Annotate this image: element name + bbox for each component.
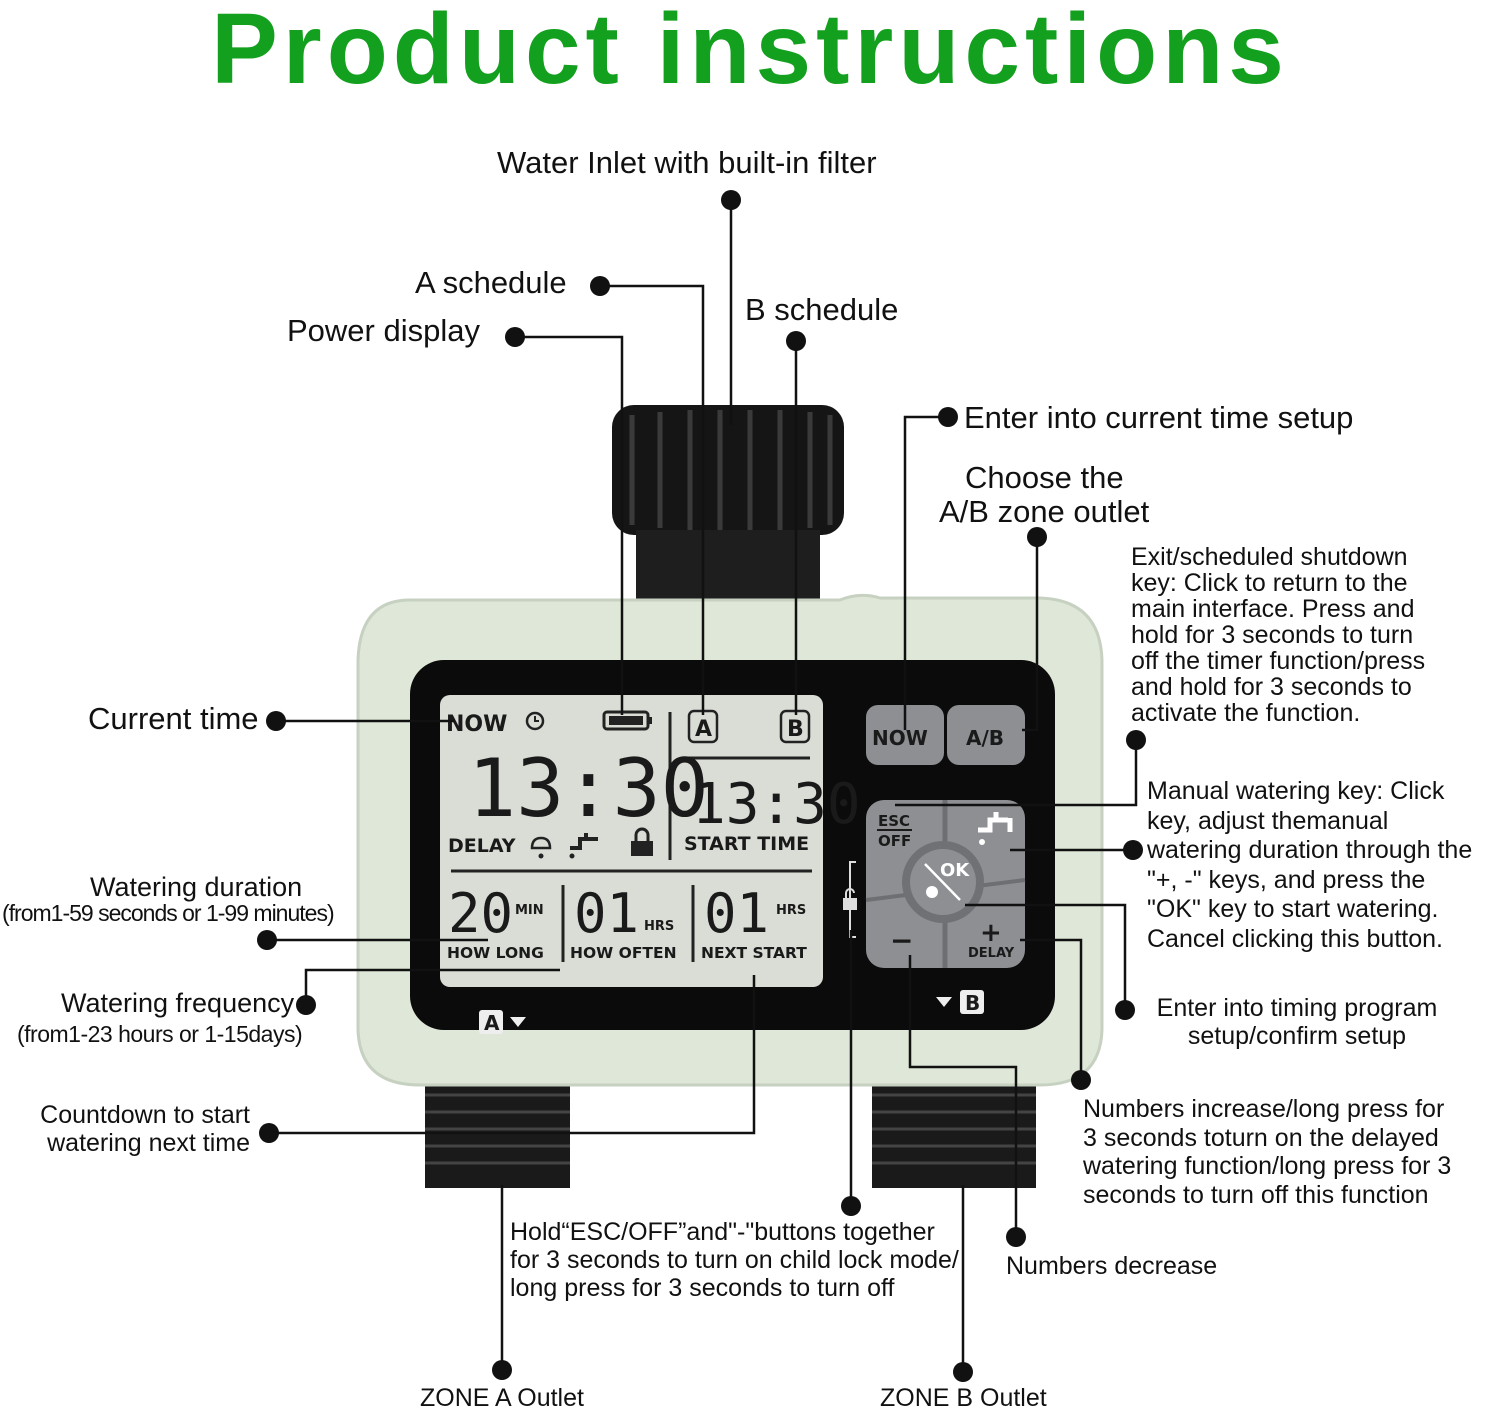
label-enter-time: Enter into current time setup — [964, 400, 1354, 435]
rain-cloud-icon — [530, 836, 552, 859]
lock-icon — [631, 827, 653, 856]
label-choose-ab-1: Choose the — [965, 460, 1124, 495]
leader-lines — [267, 200, 1138, 1372]
clock-icon — [525, 711, 545, 731]
svg-text:NOW: NOW — [872, 726, 928, 750]
lcd-how-long-value: 20 — [448, 882, 513, 945]
ok-button[interactable]: OK — [902, 841, 984, 923]
outlet-a-marker: A — [479, 1010, 526, 1035]
svg-text:+: + — [980, 918, 1002, 948]
label-zone-a-outlet: ZONE A Outlet — [420, 1384, 584, 1412]
lcd-delay: DELAY — [448, 835, 516, 857]
lcd-now: NOW — [446, 712, 507, 737]
plus-delay-button[interactable]: +DELAY — [968, 918, 1015, 961]
outlet-b-marker: B — [936, 990, 984, 1015]
minus-button[interactable]: − — [890, 924, 913, 957]
label-watering-duration-range: (from1-59 seconds or 1-99 minutes) — [2, 900, 335, 926]
label-watering-frequency-range: (from1-23 hours or 1-15days) — [17, 1021, 303, 1047]
lcd-how-long-unit: MIN — [515, 903, 544, 918]
label-power-display: Power display — [287, 313, 480, 348]
label-numbers-decrease: Numbers decrease — [1006, 1252, 1218, 1280]
zone-b-outlet-thread — [872, 1080, 1036, 1188]
lcd-start-time-label: START TIME — [684, 833, 809, 855]
svg-text:B: B — [787, 717, 804, 742]
lcd-how-long-label: HOW LONG — [447, 944, 544, 962]
lcd-next-start-unit: HRS — [776, 903, 806, 918]
label-water-inlet: Water Inlet with built-in filter — [497, 145, 877, 180]
esc-off-button[interactable]: ESC OFF — [877, 812, 912, 850]
lcd-how-often-unit: HRS — [644, 919, 674, 934]
page-title: Product instructions — [211, 0, 1289, 105]
now-button[interactable]: NOW — [866, 705, 944, 765]
lcd-start-time-value: 13:30 — [692, 772, 861, 837]
svg-text:−: − — [890, 924, 913, 957]
label-a-schedule: A schedule — [415, 265, 567, 300]
label-zone-b-outlet: ZONE B Outlet — [880, 1384, 1047, 1412]
faucet-icon — [569, 833, 598, 859]
lcd-current-time: 13:30 — [468, 742, 709, 835]
lcd-next-start-value: 01 — [704, 882, 769, 945]
label-current-time: Current time — [88, 701, 259, 736]
ab-button[interactable]: A/B — [947, 705, 1025, 765]
label-watering-frequency: Watering frequency — [61, 988, 295, 1018]
gear-icon — [926, 886, 938, 898]
lcd-next-start-label: NEXT START — [701, 944, 807, 962]
battery-icon — [602, 710, 652, 731]
leader-dots — [257, 190, 1146, 1382]
svg-text:DELAY: DELAY — [968, 946, 1015, 961]
child-lock-icon — [843, 861, 857, 938]
svg-text:B: B — [965, 991, 980, 1015]
lcd-how-often-value: 01 — [574, 882, 639, 945]
svg-text:OK: OK — [940, 860, 970, 881]
label-watering-duration: Watering duration — [90, 872, 303, 902]
manual-watering-button[interactable] — [978, 812, 1013, 845]
svg-text:ESC: ESC — [878, 812, 910, 830]
label-choose-ab-2: A/B zone outlet — [939, 494, 1150, 529]
label-b-schedule: B schedule — [745, 292, 899, 327]
svg-text:A: A — [695, 717, 712, 742]
lcd-how-often-label: HOW OFTEN — [570, 944, 677, 962]
water-inlet-nut — [612, 405, 844, 600]
svg-text:OFF: OFF — [878, 832, 911, 850]
svg-text:A/B: A/B — [966, 726, 1004, 750]
svg-text:A: A — [484, 1011, 500, 1035]
